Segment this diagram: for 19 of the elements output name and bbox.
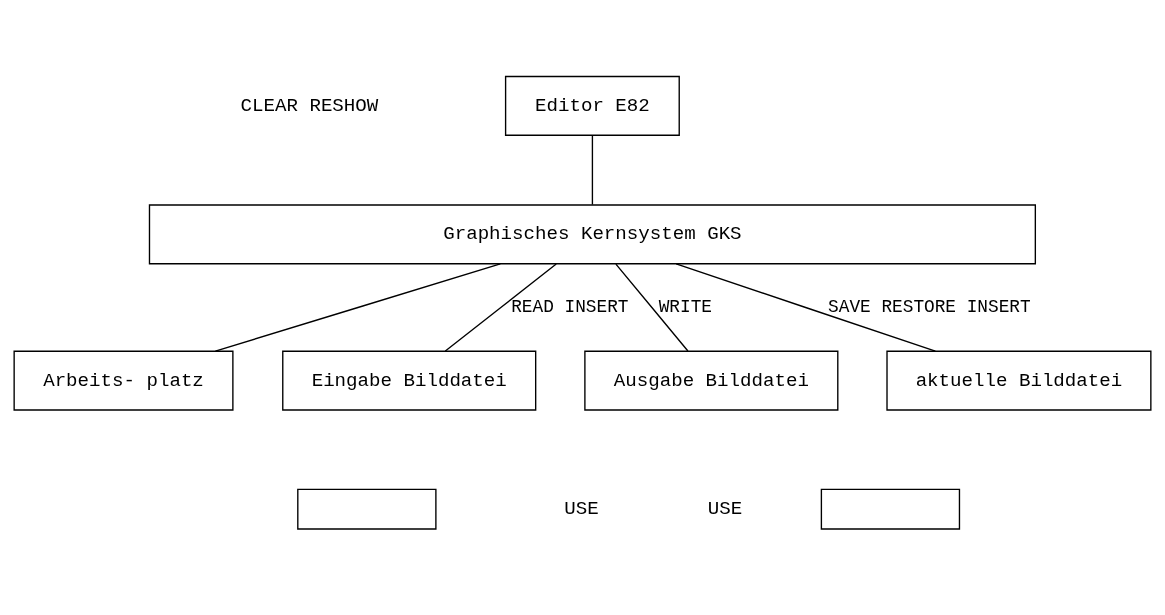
node-box: Graphisches Kernsystem GKS bbox=[148, 204, 1037, 265]
node-box bbox=[297, 488, 437, 530]
edge-label: WRITE bbox=[658, 297, 713, 318]
connector bbox=[615, 263, 689, 352]
connector bbox=[675, 263, 937, 352]
label: USE bbox=[564, 498, 599, 521]
edge-label: SAVE RESTORE INSERT bbox=[828, 297, 1031, 318]
label: USE bbox=[707, 498, 743, 521]
node-box: Arbeits- platz bbox=[13, 350, 234, 411]
node-box: Ausgabe Bilddatei bbox=[584, 350, 839, 411]
label: CLEAR RESHOW bbox=[240, 94, 379, 117]
connector bbox=[214, 263, 501, 352]
node-box: Eingabe Bilddatei bbox=[282, 350, 537, 411]
node-box: Editor E82 bbox=[504, 75, 680, 136]
node-box bbox=[820, 488, 961, 530]
connector bbox=[591, 135, 594, 206]
connector bbox=[444, 263, 557, 352]
node-box: aktuelle Bilddatei bbox=[886, 350, 1152, 411]
edge-label: READ INSERT bbox=[511, 297, 629, 318]
